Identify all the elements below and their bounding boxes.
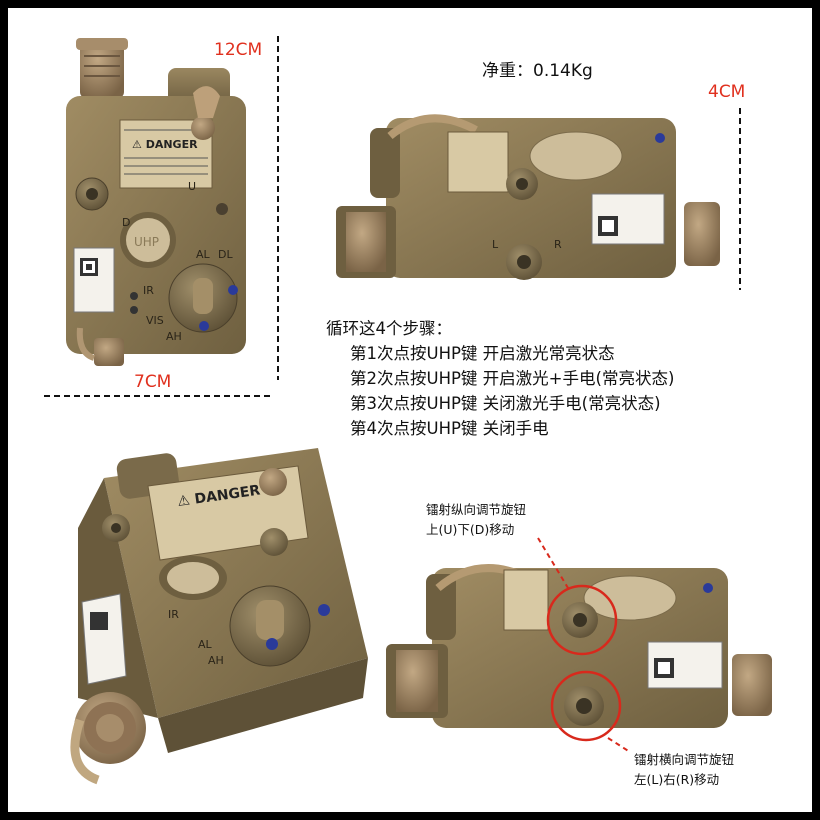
vertical-knob-desc: 上(U)下(D)移动 bbox=[426, 522, 515, 537]
device-front-view: ⚠ DANGER UHP bbox=[44, 36, 279, 397]
svg-text:AH: AH bbox=[208, 654, 224, 667]
horizontal-knob-title: 镭射横向调节旋钮 bbox=[634, 752, 735, 767]
depth-dimension-label: 4CM bbox=[708, 82, 746, 102]
svg-text:VIS: VIS bbox=[146, 314, 164, 327]
danger-text-front: ⚠ DANGER bbox=[132, 138, 198, 151]
svg-text:AL: AL bbox=[198, 638, 213, 651]
step-item: 第2次点按UHP键 开启激光+手电(常亮状态) bbox=[350, 369, 675, 388]
step-item: 第4次点按UHP键 关闭手电 bbox=[350, 419, 549, 438]
svg-text:U: U bbox=[188, 180, 196, 193]
vertical-knob-callout: 镭射纵向调节旋钮 上(U)下(D)移动 bbox=[426, 500, 526, 540]
device-callout-view bbox=[386, 537, 772, 753]
svg-text:AL: AL bbox=[196, 248, 211, 261]
svg-text:IR: IR bbox=[143, 284, 154, 297]
svg-text:D: D bbox=[122, 216, 130, 229]
vertical-knob-title: 镭射纵向调节旋钮 bbox=[426, 502, 527, 517]
svg-text:DL: DL bbox=[218, 248, 233, 261]
horizontal-knob-callout: 镭射横向调节旋钮 左(L)右(R)移动 bbox=[634, 750, 734, 790]
net-weight-text: 净重：0.14Kg bbox=[482, 61, 593, 81]
device-angled-view: ⚠ DANGER IR AL AH bbox=[70, 448, 368, 785]
width-dimension-label: 7CM bbox=[134, 372, 172, 392]
horizontal-knob-desc: 左(L)右(R)移动 bbox=[634, 772, 720, 787]
svg-text:AH: AH bbox=[166, 330, 182, 343]
uhp-text-front: UHP bbox=[134, 235, 159, 249]
product-image-frame: ⚠ DANGER UHP bbox=[8, 8, 812, 812]
product-illustrations: ⚠ DANGER UHP bbox=[44, 36, 772, 785]
steps-title: 循环这4个步骤： bbox=[326, 319, 452, 338]
svg-text:L: L bbox=[492, 238, 499, 251]
svg-text:R: R bbox=[554, 238, 562, 251]
step-item: 第1次点按UHP键 开启激光常亮状态 bbox=[350, 344, 615, 363]
step-item: 第3次点按UHP键 关闭激光手电(常亮状态) bbox=[350, 394, 661, 413]
height-dimension-label: 12CM bbox=[214, 40, 263, 60]
svg-text:IR: IR bbox=[168, 608, 179, 621]
device-side-view: L R bbox=[336, 108, 741, 290]
usage-steps: 循环这4个步骤： 第1次点按UHP键 开启激光常亮状态 第2次点按UHP键 开启… bbox=[326, 316, 674, 441]
